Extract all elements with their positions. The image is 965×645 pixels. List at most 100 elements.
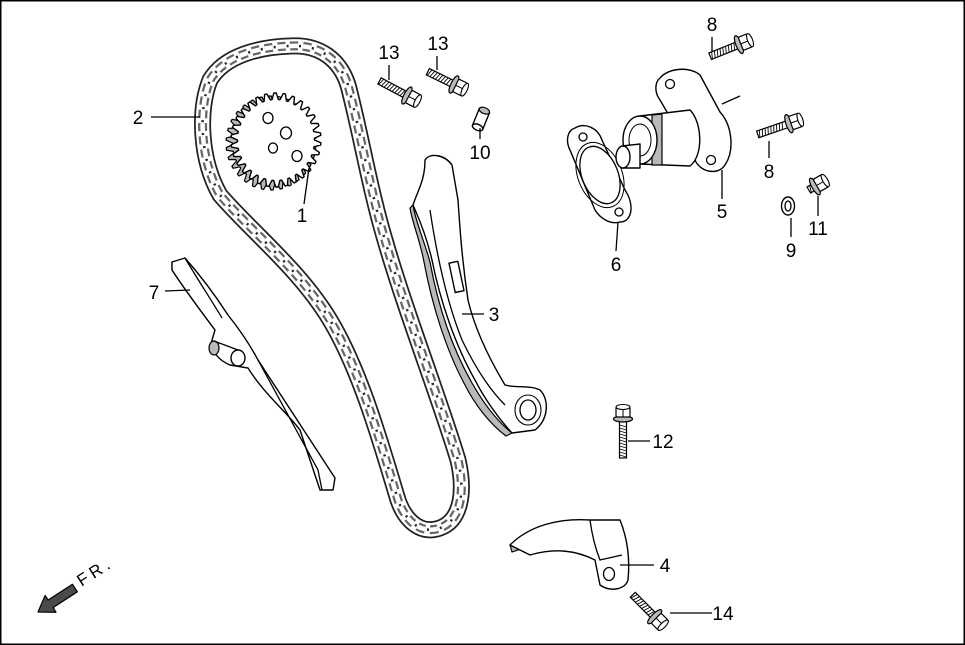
bolt-8-top-thread xyxy=(727,45,730,53)
bolt-13-left-thread xyxy=(389,84,395,91)
bolt-8-lower-thread xyxy=(770,126,772,134)
bolt-14-thread xyxy=(643,606,651,612)
tensioner-guide-pivot-boss xyxy=(514,394,542,426)
bolt-12-thread xyxy=(619,451,627,455)
bolt-13-left-thread xyxy=(399,90,406,97)
chain-guide-lower-body xyxy=(509,518,630,590)
plug-bolt-11-head-top xyxy=(820,173,830,188)
bolt-13-left xyxy=(377,77,422,108)
callout-8-top: 8 xyxy=(707,15,718,36)
bolt-13-left-thread xyxy=(383,81,390,88)
chain-guide-left-body xyxy=(171,257,336,491)
sprocket-hole xyxy=(279,126,293,140)
bolt-8-lower-thread xyxy=(764,128,766,136)
bolt-13-left-thread xyxy=(394,87,401,94)
bolt-13-right-thread xyxy=(440,76,446,83)
chain-guide-lower-edge xyxy=(589,519,623,561)
bolt-13-left-thread xyxy=(391,85,398,92)
bolt-12-thread xyxy=(619,439,627,443)
bolt-12-head-top xyxy=(615,403,631,411)
chain-guide-lower-hole xyxy=(602,566,616,582)
chain-guide-left-edge xyxy=(257,359,323,491)
bolt-14-thread xyxy=(639,602,647,607)
bolt-14-thread xyxy=(647,611,655,616)
chain-guide-left-pivot xyxy=(230,349,246,367)
bolt-8-top xyxy=(708,33,755,61)
bolt-13-right-head-top xyxy=(460,82,470,97)
bolt-8-lower-thread xyxy=(758,130,761,138)
bolt-8-top-thread xyxy=(730,43,733,52)
bolt-8-top-thread xyxy=(713,50,716,59)
bolt-12-thread xyxy=(619,436,627,440)
bolt-12-thread xyxy=(619,445,627,449)
bolt-12-thread xyxy=(619,427,627,431)
cam-chain-tensioner xyxy=(615,68,741,173)
leader-line xyxy=(615,221,619,252)
washer xyxy=(780,196,796,216)
bolt-13-left-head-top xyxy=(412,94,422,108)
tensioner-wire xyxy=(721,95,741,105)
bolt-8-lower-thread xyxy=(773,125,775,133)
bolt-13-right-thread xyxy=(429,70,436,77)
plug-bolt-11 xyxy=(806,173,830,196)
bolt-14-thread xyxy=(637,600,644,605)
tensioner-flange-hole xyxy=(705,154,717,166)
sprocket-hole xyxy=(262,111,274,125)
callout-1: 1 xyxy=(297,206,308,227)
plug-bolt-11-thread xyxy=(809,185,812,193)
tensioner-guide-rib xyxy=(429,209,506,406)
callout-12: 12 xyxy=(652,432,673,453)
bolt-8-top-thread xyxy=(716,49,719,57)
bolt-13-left-thread xyxy=(386,83,393,90)
dowel-pin xyxy=(471,106,491,132)
bolt-group xyxy=(377,33,830,631)
callout-13-left: 13 xyxy=(378,43,399,64)
tensioner-guide-body xyxy=(412,154,547,434)
bolt-14-thread xyxy=(645,608,653,614)
bolt-14-thread xyxy=(641,604,649,609)
bolt-13-right-thread xyxy=(445,78,452,85)
tensioner-guide-tab xyxy=(448,260,465,294)
front-arrow-icon xyxy=(37,583,78,613)
sprocket-face xyxy=(230,92,322,188)
bolt-14 xyxy=(629,591,669,631)
bolt-14-thread xyxy=(632,596,640,601)
chain-guide-left-edge xyxy=(184,257,223,319)
chain-guide-left-pivot xyxy=(208,340,220,356)
bolt-8-lower-thread xyxy=(781,122,783,130)
bolt-8-lower-thread xyxy=(776,124,778,132)
bolt-8-lower-head-top xyxy=(796,112,805,127)
leader-line xyxy=(164,289,191,292)
bolt-8-top-thread xyxy=(733,42,736,51)
bolt-8-lower-thread xyxy=(767,127,769,135)
gasket-bolt-hole xyxy=(578,132,588,142)
callout-9: 9 xyxy=(786,241,797,262)
callout-13-right: 13 xyxy=(427,34,448,55)
bolt-8-top-thread xyxy=(711,51,713,60)
sprocket-hole xyxy=(291,149,303,163)
leader-lines xyxy=(151,37,819,614)
callout-2: 2 xyxy=(133,108,144,129)
leader-line xyxy=(303,167,310,205)
tensioner-flange-hole xyxy=(664,78,676,90)
bolt-14-head-top xyxy=(657,619,669,631)
bolt-12-thread xyxy=(619,430,627,434)
bolt-8-top-thread xyxy=(722,47,724,55)
bolt-12-thread xyxy=(619,442,627,446)
bolt-8-lower-thread xyxy=(761,129,764,137)
bolt-12-thread xyxy=(619,433,627,437)
sprocket-hole xyxy=(267,142,279,154)
callout-10: 10 xyxy=(469,143,490,164)
bolt-8-top-head-top xyxy=(746,33,755,48)
bolt-14-thread xyxy=(635,598,642,603)
dowel-pin-end xyxy=(478,106,491,115)
gasket-opening xyxy=(579,145,621,205)
bolt-12 xyxy=(612,403,634,459)
tensioner-plunger-tip xyxy=(615,145,631,169)
bolt-14-thread xyxy=(630,594,638,599)
bolt-13-right-thread xyxy=(432,72,438,79)
chain-guide-left xyxy=(171,257,336,491)
bolt-8-lower-thread xyxy=(778,123,781,131)
